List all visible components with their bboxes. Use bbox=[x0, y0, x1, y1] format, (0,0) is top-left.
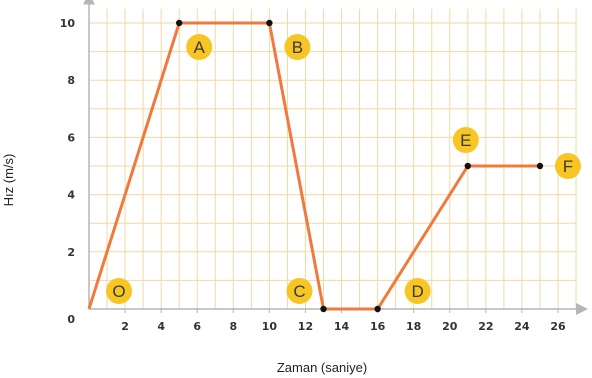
point-label: C bbox=[293, 282, 305, 301]
x-tick-label: 8 bbox=[229, 320, 237, 333]
y-tick-label: 10 bbox=[60, 17, 76, 30]
x-axis-title: Zaman (saniye) bbox=[277, 360, 367, 375]
data-point bbox=[464, 162, 472, 170]
y-tick-label: 0 bbox=[67, 313, 75, 326]
x-tick-label: 2 bbox=[121, 320, 129, 333]
point-label-badge: E bbox=[452, 127, 479, 153]
point-label: D bbox=[411, 282, 423, 301]
grid bbox=[89, 8, 577, 309]
point-label-badge: D bbox=[404, 278, 431, 304]
point-label: F bbox=[563, 157, 573, 176]
x-tick-label: 24 bbox=[514, 320, 530, 333]
badge-circle bbox=[284, 34, 311, 60]
point-labels: O A B C D E F bbox=[106, 34, 581, 304]
badge-circle bbox=[554, 153, 581, 179]
y-axis-title: Hız (m/s) bbox=[1, 154, 16, 207]
badge-circle bbox=[286, 278, 313, 304]
point-label-badge: A bbox=[186, 34, 213, 60]
x-tick-label: 18 bbox=[406, 320, 421, 333]
x-tick-label: 22 bbox=[478, 320, 493, 333]
x-tick-label: 16 bbox=[370, 320, 386, 333]
y-tick-label: 2 bbox=[67, 246, 75, 259]
point-label: O bbox=[112, 282, 125, 301]
badge-circle bbox=[452, 127, 479, 153]
data-point bbox=[266, 19, 273, 27]
x-tick-label: 12 bbox=[298, 320, 313, 333]
y-tick-label: 8 bbox=[67, 74, 75, 87]
badge-circle bbox=[404, 278, 431, 304]
x-tick-label: 20 bbox=[442, 320, 458, 333]
point-label: A bbox=[194, 38, 206, 57]
point-label: E bbox=[460, 131, 471, 150]
data-point bbox=[536, 162, 544, 170]
x-tick-label: 10 bbox=[262, 320, 278, 333]
badge-circle bbox=[106, 278, 132, 304]
point-label-badge: B bbox=[284, 34, 311, 60]
x-tick-label: 14 bbox=[334, 320, 350, 333]
x-tick-label: 26 bbox=[550, 320, 566, 333]
y-tick-label: 6 bbox=[67, 131, 75, 144]
x-tick-label: 4 bbox=[157, 320, 165, 333]
axes bbox=[83, 0, 589, 315]
badge-circle bbox=[186, 34, 213, 60]
point-label-badge: O bbox=[106, 278, 132, 304]
series bbox=[87, 19, 544, 313]
data-point bbox=[175, 19, 183, 27]
x-tick-label: 6 bbox=[193, 320, 201, 333]
y-tick-label: 4 bbox=[67, 189, 75, 202]
point-label: B bbox=[292, 38, 303, 57]
data-point bbox=[374, 305, 381, 313]
point-label-badge: C bbox=[286, 278, 313, 304]
point-label-badge: F bbox=[554, 153, 581, 179]
data-point bbox=[320, 305, 327, 313]
